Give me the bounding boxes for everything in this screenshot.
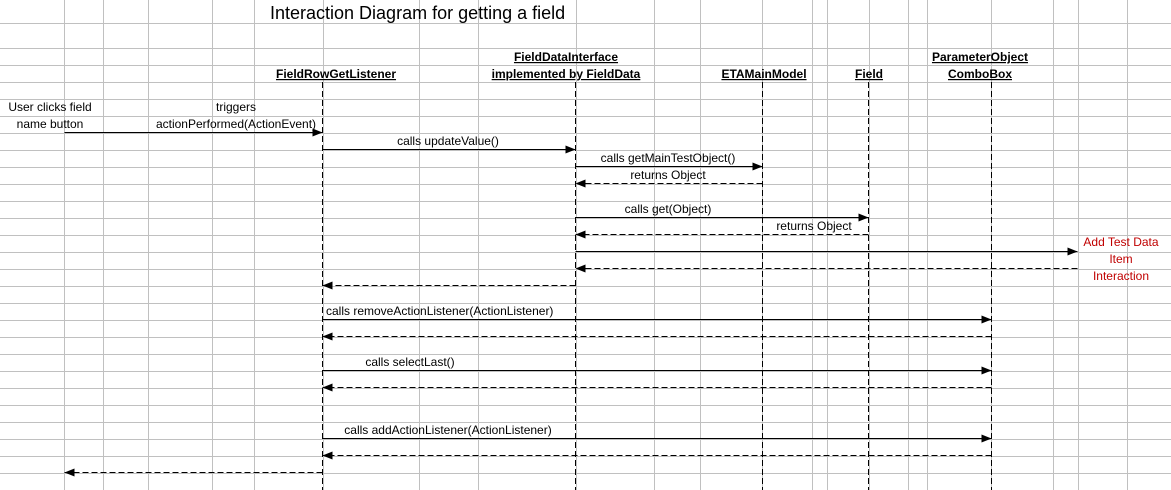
- external-interaction-note: Interaction: [1093, 269, 1149, 283]
- message-label: calls selectLast(): [365, 355, 454, 369]
- message-label: returns Object: [776, 219, 852, 233]
- participant-header-combo: ComboBox: [948, 67, 1012, 81]
- participant-header-fielddata: implemented by FieldData: [492, 67, 641, 81]
- message-label: returns Object: [630, 168, 706, 182]
- participant-header-listener: FieldRowGetListener: [276, 67, 396, 81]
- external-interaction-note: Item: [1109, 252, 1132, 266]
- messages: calls updateValue() calls getMainTestObje…: [64, 128, 1078, 477]
- message-label: calls get(Object): [625, 202, 712, 216]
- notes: User clicks field name button triggers acti…: [8, 100, 1159, 283]
- participant-header-model: ETAMainModel: [721, 67, 806, 81]
- user-note: User clicks field: [8, 100, 91, 114]
- participant-header-combo: ParameterObject: [932, 50, 1028, 64]
- participant-header-field: Field: [855, 67, 883, 81]
- message-label: calls removeActionListener(ActionListene…: [326, 304, 553, 318]
- message-label: calls getMainTestObject(): [601, 151, 736, 165]
- message-label: calls updateValue(): [397, 134, 499, 148]
- diagram-title: Interaction Diagram for getting a field: [270, 3, 565, 23]
- user-note: name button: [17, 117, 84, 131]
- message-label: calls addActionListener(ActionListener): [344, 423, 551, 437]
- trigger-note: triggers: [216, 100, 256, 114]
- participant-header-fielddata: FieldDataInterface: [514, 50, 618, 64]
- participant-headers: FieldRowGetListener FieldDataInterface imp…: [276, 50, 1028, 81]
- trigger-note: actionPerformed(ActionEvent): [156, 117, 316, 131]
- external-interaction-note: Add Test Data: [1083, 235, 1158, 249]
